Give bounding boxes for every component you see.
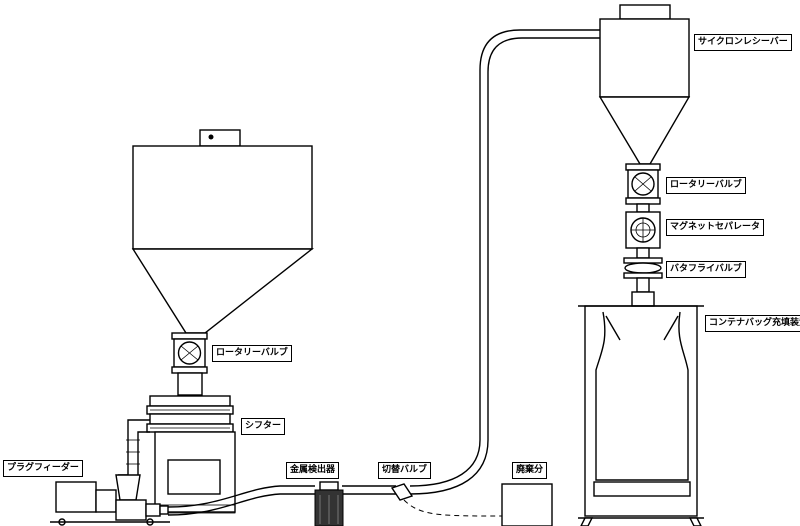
rotary-valve-right <box>625 163 661 205</box>
label-reject: 廃棄分 <box>512 462 548 479</box>
left-hopper <box>131 129 315 334</box>
label-rotary-valve-left: ロータリーバルブ <box>212 345 292 362</box>
label-metal-detector: 金属検出器 <box>286 462 340 479</box>
sifter <box>146 395 236 514</box>
label-butterfly-valve: バタフライバルブ <box>666 261 746 278</box>
cyclone-receiver <box>598 4 691 165</box>
metal-detector <box>314 481 344 526</box>
plug-feeder <box>50 474 170 526</box>
label-sifter: シフター <box>241 418 286 435</box>
diverter-valve <box>390 483 503 517</box>
container-bag-filler <box>578 291 704 526</box>
magnet-separator <box>625 203 661 259</box>
label-cyclone-receiver: サイクロンレシーバー <box>694 34 792 51</box>
rotary-valve-left <box>171 332 208 396</box>
label-magnet-separator: マグネットセパレータ <box>666 219 765 236</box>
butterfly-valve <box>623 257 663 293</box>
label-plug-feeder: プラグフィーダー <box>3 460 83 477</box>
reject-box <box>501 483 553 526</box>
label-diverter-valve: 切替バルブ <box>378 462 432 479</box>
label-rotary-valve-right: ロータリーバルブ <box>666 177 746 194</box>
conveying-line <box>167 29 620 516</box>
sifter-chute <box>118 419 150 476</box>
label-container-bag-filler: コンテナバッグ充填装置 <box>705 315 800 332</box>
